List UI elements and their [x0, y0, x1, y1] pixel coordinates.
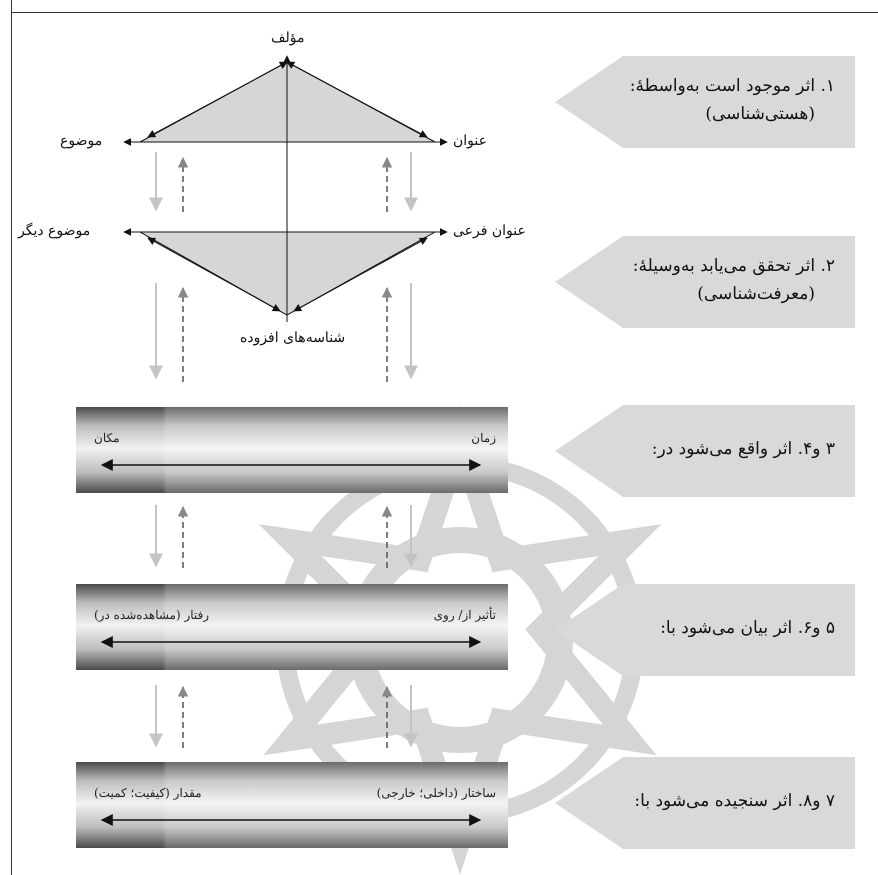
- pentagon-shape: [555, 757, 855, 849]
- band-place-label: مکان: [94, 431, 120, 445]
- band-time-place: زمان مکان: [76, 407, 508, 493]
- band-quantity-label: مقدار (کیفیت؛ کمیت): [94, 786, 202, 800]
- pentagon-shape: [555, 56, 855, 148]
- step-7-8-pentagon: ۷ و۸. اثر سنجیده می‌شود با:: [555, 757, 855, 849]
- other-subject-label: موضوع دیگر: [18, 223, 91, 239]
- pentagon-shape: [555, 584, 855, 676]
- band-effect-behavior: تأثیر از/ روی رفتار (مشاهده‌شده در): [76, 584, 508, 670]
- subtitle-to-identifiers-arrow: [293, 237, 428, 312]
- subtitle-label: عنوان فرعی: [453, 223, 526, 239]
- author-to-title-arrow: [286, 61, 428, 138]
- added-identifiers-label: شناسه‌های افزوده: [240, 330, 346, 346]
- step-7-8-text: ۷ و۸. اثر سنجیده می‌شود با:: [634, 791, 835, 811]
- pentagon-shape: [555, 236, 855, 328]
- subject-label: موضوع: [60, 133, 103, 149]
- step-2-text: ۲. اثر تحقق می‌یابد به‌وسیلهٔ: (معرفت‌شن…: [632, 256, 835, 304]
- band-double-arrow: [100, 814, 482, 826]
- step-1-text: ۱. اثر موجود است به‌واسطهٔ: (هستی‌شناسی): [629, 76, 835, 124]
- connector-arrows: [149, 152, 418, 748]
- subject2-to-identifiers-arrow: [147, 237, 281, 312]
- band-double-arrow: [100, 636, 482, 648]
- author-to-subject-arrow: [147, 61, 288, 138]
- step-2-pentagon: ۲. اثر تحقق می‌یابد به‌وسیلهٔ: (معرفت‌شن…: [555, 236, 855, 328]
- step-5-6-pentagon: ۵ و۶. اثر بیان می‌شود با:: [555, 584, 855, 676]
- band-time-label: زمان: [471, 431, 496, 445]
- band-effect-label: تأثیر از/ روی: [433, 608, 496, 622]
- frame-top-border: [11, 12, 878, 13]
- step-1-pentagon: ۱. اثر موجود است به‌واسطهٔ: (هستی‌شناسی): [555, 56, 855, 148]
- band-structure-quantity: ساختار (داخلی؛ خارجی) مقدار (کیفیت؛ کمیت…: [76, 762, 508, 848]
- band-double-arrow: [100, 459, 482, 471]
- frame-left-border: [11, 0, 12, 875]
- band-structure-label: ساختار (داخلی؛ خارجی): [376, 786, 496, 800]
- band-behavior-label: رفتار (مشاهده‌شده در): [94, 608, 210, 622]
- title-label: عنوان: [453, 133, 487, 149]
- pentagon-shape: [555, 405, 855, 497]
- author-label: مؤلف: [271, 30, 305, 46]
- step-3-4-text: ۳ و۴. اثر واقع می‌شود در:: [651, 439, 835, 459]
- step-5-6-text: ۵ و۶. اثر بیان می‌شود با:: [660, 618, 835, 638]
- step-3-4-pentagon: ۳ و۴. اثر واقع می‌شود در:: [555, 405, 855, 497]
